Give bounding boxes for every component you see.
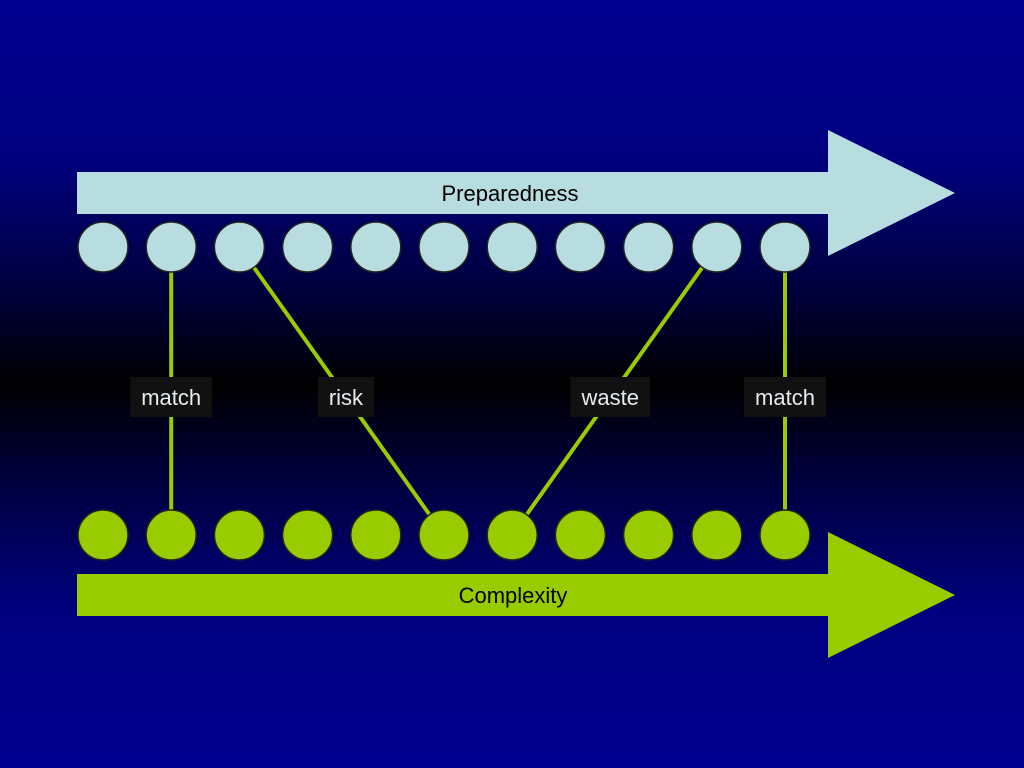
complexity-circle xyxy=(486,509,538,561)
preparedness-circle xyxy=(281,221,334,273)
preparedness-circle xyxy=(486,221,538,273)
complexity-circle xyxy=(213,509,266,561)
complexity-circle xyxy=(554,509,607,561)
preparedness-circle xyxy=(350,221,402,273)
complexity-circle xyxy=(281,509,334,561)
link-label-match: match xyxy=(744,377,826,417)
complexity-arrow xyxy=(77,532,955,658)
link-label-box xyxy=(570,377,650,417)
preparedness-arrow xyxy=(77,130,955,256)
complexity-arrow-label: Complexity xyxy=(459,583,568,608)
preparedness-circle xyxy=(418,221,470,273)
link-label-text: match xyxy=(141,385,201,410)
preparedness-circle xyxy=(622,221,675,273)
link-label-waste: waste xyxy=(570,377,650,417)
link-label-risk: risk xyxy=(317,377,375,417)
complexity-circle xyxy=(759,509,811,561)
link-label-text: waste xyxy=(580,385,638,410)
link-lines xyxy=(169,245,787,537)
complexity-circle-row xyxy=(77,509,811,561)
complexity-circle xyxy=(145,509,197,561)
complexity-circle xyxy=(691,509,743,561)
link-label-match: match xyxy=(130,377,213,417)
preparedness-circle xyxy=(554,221,607,273)
preparedness-circle xyxy=(691,221,743,273)
preparedness-circle xyxy=(77,221,129,273)
complexity-circle xyxy=(622,509,675,561)
link-label-box xyxy=(130,377,213,417)
preparedness-arrow-label: Preparedness xyxy=(442,181,579,206)
link-label-box xyxy=(744,377,826,417)
link-label-box xyxy=(317,377,375,417)
complexity-circle xyxy=(350,509,402,561)
complexity-circle xyxy=(418,509,470,561)
preparedness-circle xyxy=(213,221,266,273)
preparedness-circle xyxy=(759,221,811,273)
link-labels: match risk waste match xyxy=(130,377,826,417)
preparedness-circle-row xyxy=(77,221,811,273)
link-label-text: risk xyxy=(329,385,364,410)
complexity-circle xyxy=(77,509,129,561)
link-label-text: match xyxy=(755,385,815,410)
preparedness-circle xyxy=(145,221,197,273)
